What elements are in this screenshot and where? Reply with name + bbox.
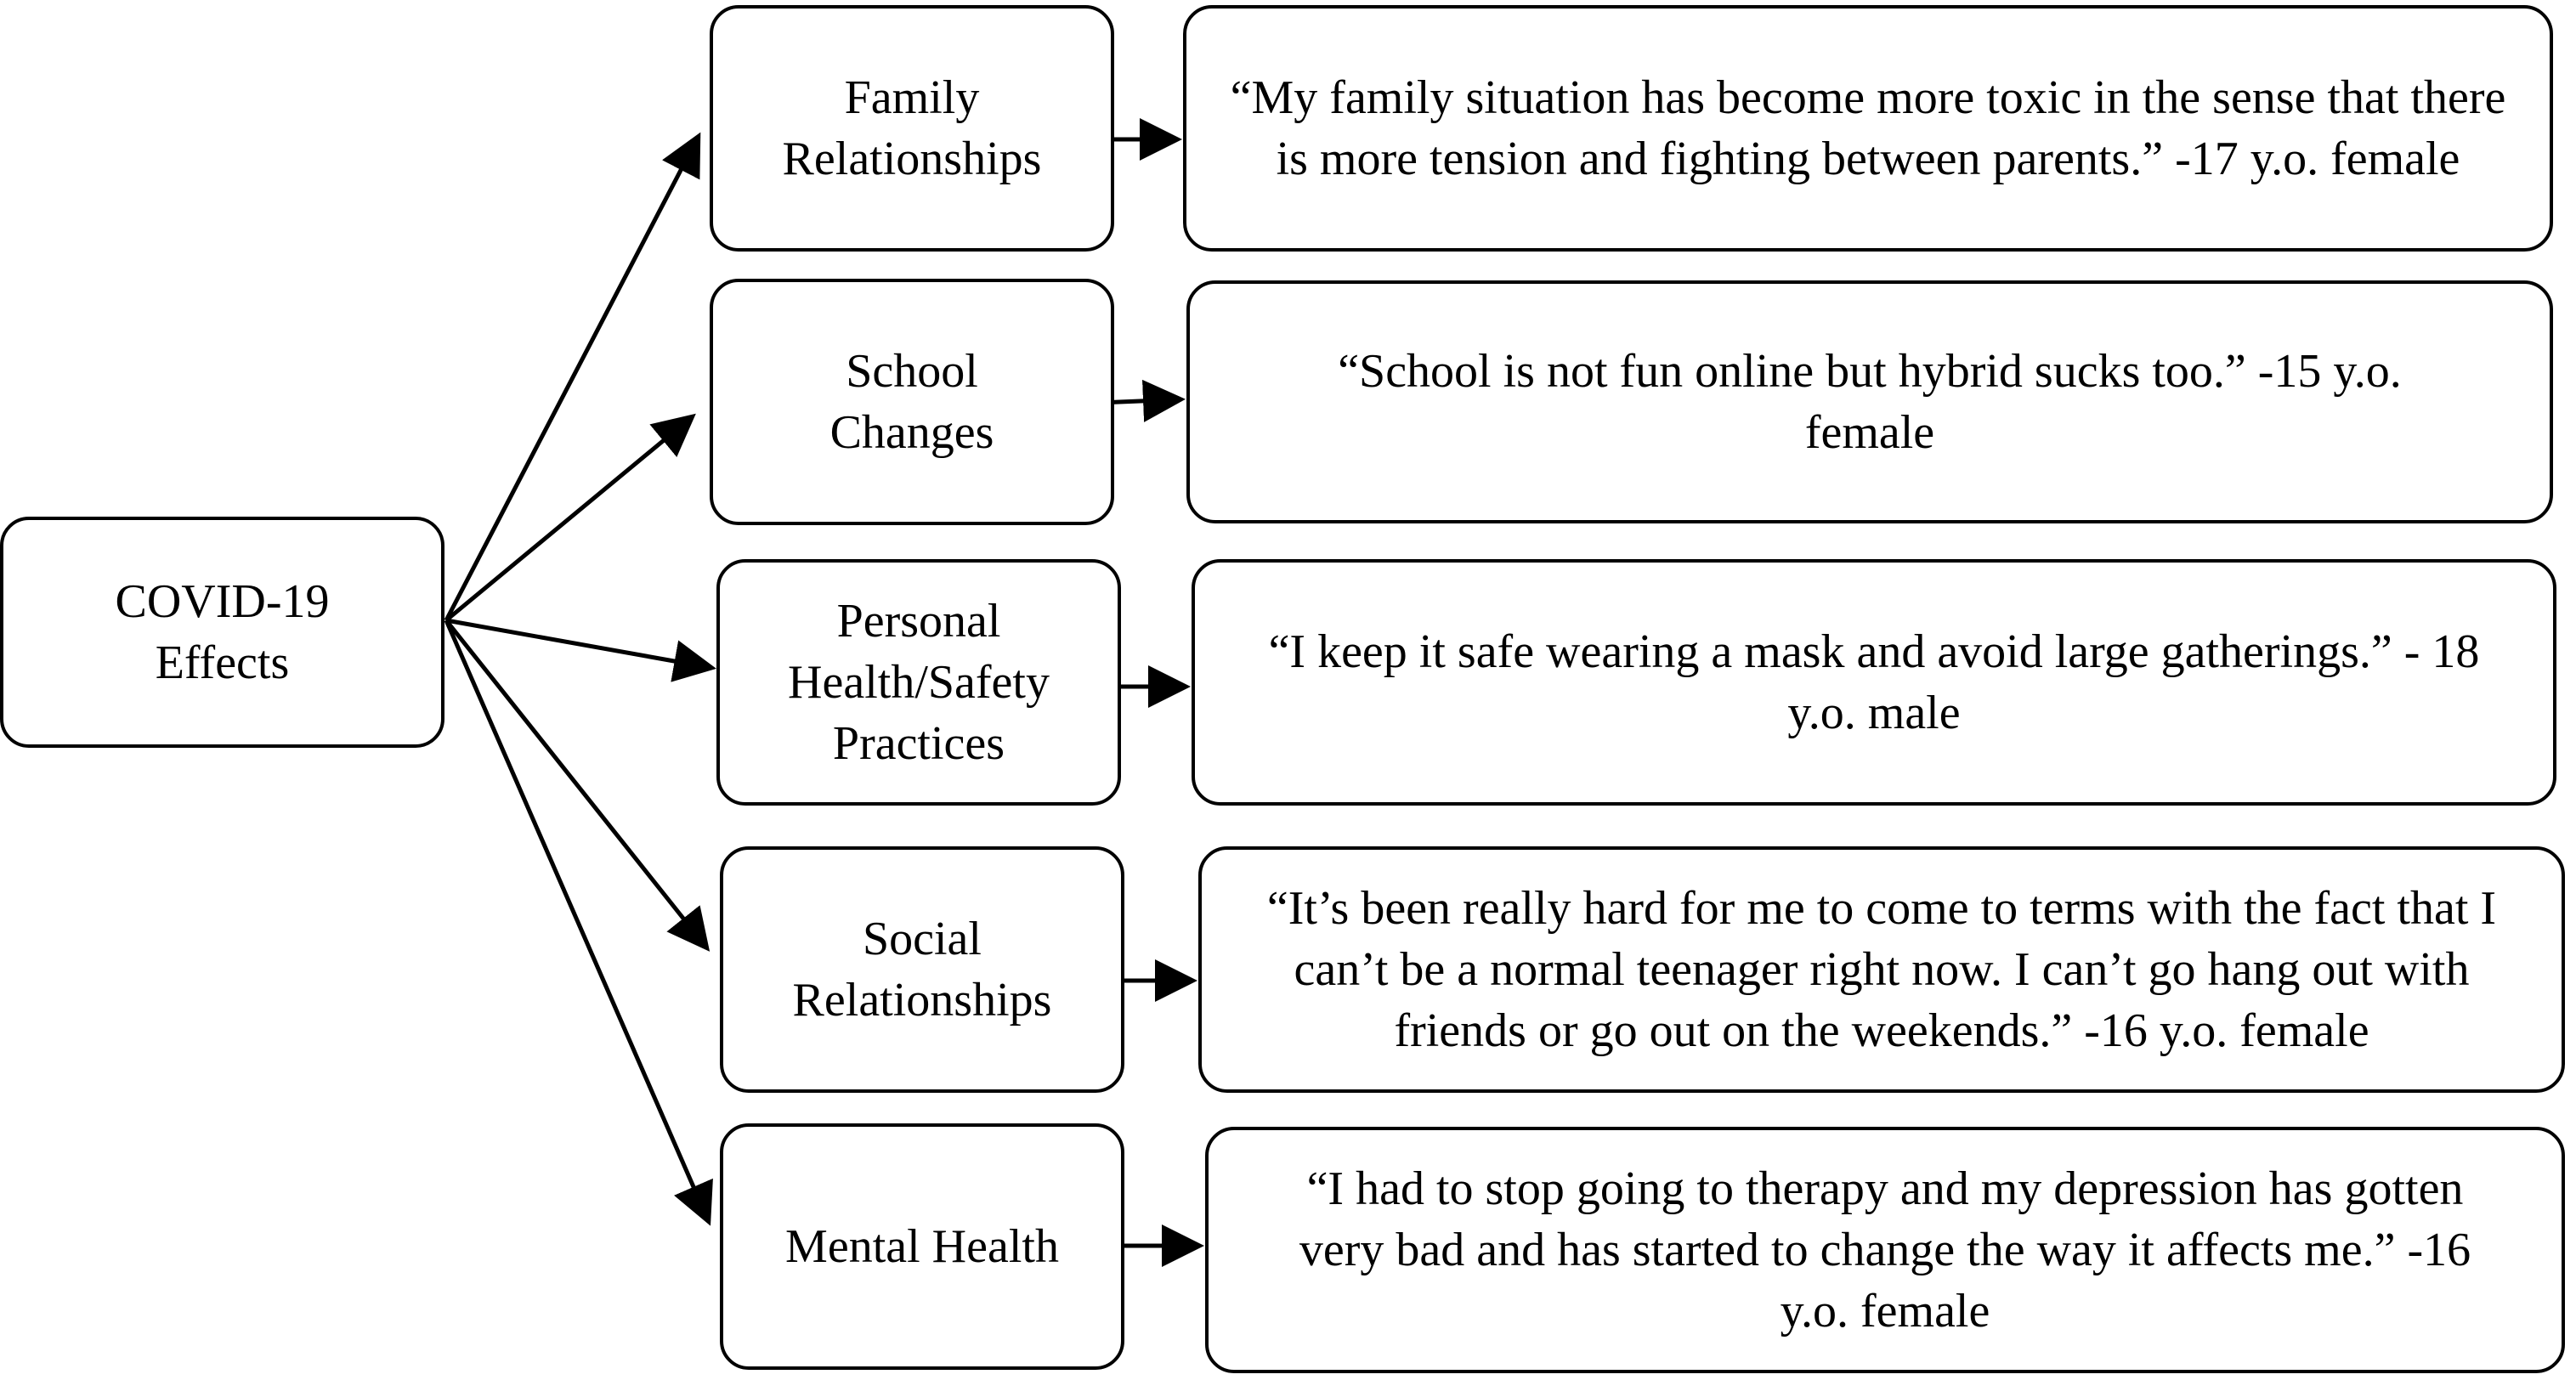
- quote-text: “I had to stop going to therapy and my d…: [1299, 1162, 2471, 1338]
- quote-node-mental-health: “I had to stop going to therapy and my d…: [1205, 1127, 2565, 1373]
- arrow-root-to-personal-health: [445, 618, 716, 682]
- category-label: School Changes: [829, 345, 994, 459]
- quote-node-family-relationships: “My family situation has become more tox…: [1183, 5, 2553, 252]
- root-node-label: COVID-19 Effects: [115, 575, 330, 689]
- category-node-mental-health: Mental Health: [720, 1123, 1124, 1370]
- arrow-root-to-school: [444, 413, 696, 622]
- category-label: Mental Health: [785, 1220, 1059, 1273]
- quote-text: “My family situation has become more tox…: [1230, 71, 2506, 185]
- quote-text: “I keep it safe wearing a mask and avoid…: [1268, 625, 2480, 739]
- quote-text: “It’s been really hard for me to come to…: [1266, 882, 2497, 1057]
- category-node-school-changes: School Changes: [710, 279, 1114, 525]
- arrow-root-to-social: [444, 619, 711, 952]
- arrow-root-to-family: [444, 132, 701, 622]
- category-label: Social Relationships: [792, 913, 1052, 1027]
- quote-node-school-changes: “School is not fun online but hybrid suc…: [1186, 280, 2553, 523]
- arrow-root-to-mental-health: [444, 619, 713, 1226]
- quote-node-personal-health-safety: “I keep it safe wearing a mask and avoid…: [1192, 559, 2556, 806]
- category-node-personal-health-safety: Personal Health/Safety Practices: [716, 559, 1121, 806]
- category-node-family-relationships: Family Relationships: [710, 5, 1114, 252]
- category-node-social-relationships: Social Relationships: [720, 846, 1124, 1093]
- quote-text: “School is not fun online but hybrid suc…: [1338, 345, 2402, 459]
- root-node-covid-effects: COVID-19 Effects: [0, 517, 444, 748]
- category-label: Personal Health/Safety Practices: [788, 595, 1050, 770]
- quote-node-social-relationships: “It’s been really hard for me to come to…: [1198, 846, 2565, 1093]
- category-label: Family Relationships: [782, 71, 1042, 185]
